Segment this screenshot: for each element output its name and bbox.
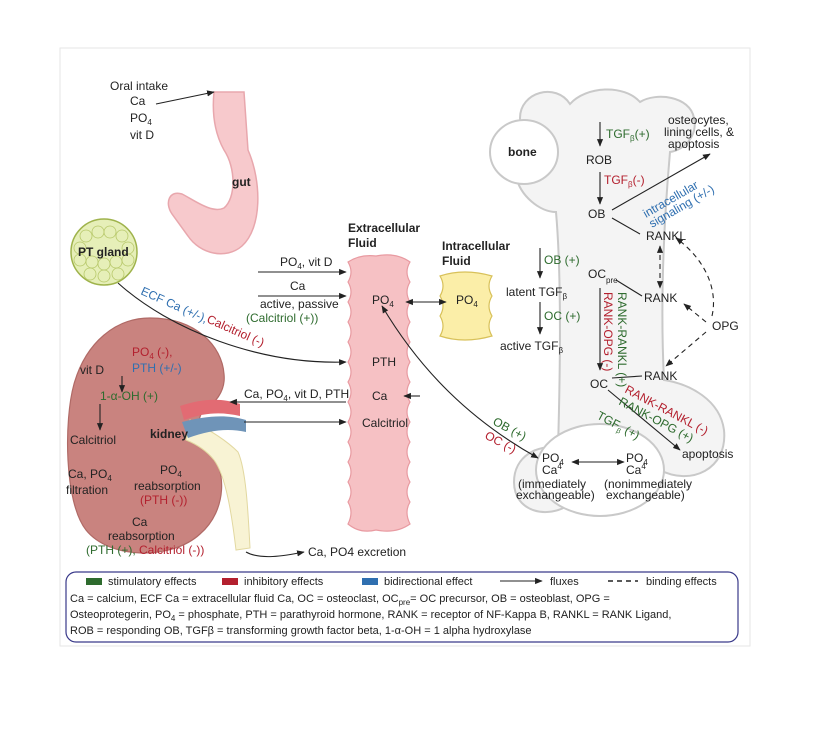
- arrow-ptgland-to-pth: [117, 282, 347, 366]
- legend-binding: binding effects: [646, 576, 717, 588]
- arrow-oral-to-gut: [155, 90, 215, 105]
- legend-fluxes: fluxes: [550, 576, 579, 588]
- legend-swatch-inhibitory: [222, 578, 238, 585]
- pt-gland-texture: [73, 225, 135, 283]
- renal-vessel-blue: [182, 416, 246, 438]
- label-immediately-2: exchangeable): [516, 488, 595, 502]
- label-ecf-title-2: Fluid: [348, 236, 377, 250]
- label-opg: OPG: [712, 319, 739, 333]
- label-gut-calcitriol: (Calcitriol (+)): [246, 311, 318, 325]
- label-tgfb-minus: TGFβ(-): [604, 173, 645, 189]
- label-tgfb-plus: TGFβ(+): [606, 127, 650, 143]
- label-ecf-calcitriol: Calcitriol: [362, 416, 408, 430]
- arrow-ob-to-osteocytes: [611, 153, 711, 211]
- label-ca-reabsorption-3: (PTH (+), Calcitriol (-)): [86, 543, 204, 557]
- legend-line-2: Osteoprotegerin, PO4 = phosphate, PTH = …: [70, 609, 671, 623]
- label-kidney-calcitriol: Calcitriol: [70, 433, 116, 447]
- label-non-po4: PO4: [626, 451, 648, 467]
- label-active-tgfb: active TGFβ: [500, 339, 563, 355]
- label-icf-title-2: Fluid: [442, 254, 471, 268]
- label-gut-ca: Ca: [290, 279, 306, 293]
- label-po4-reabsorption-1: PO4: [160, 463, 182, 479]
- label-rank-2: RANK: [644, 369, 677, 383]
- ureter-shape: [185, 419, 251, 551]
- legend-swatch-bidirectional: [362, 578, 378, 585]
- label-rank-opg-minus: RANK-OPG (-): [601, 292, 615, 371]
- label-kidney: kidney: [150, 427, 188, 441]
- label-icf-title-1: Intracellular: [442, 239, 510, 253]
- arrow-ecf-bone-exchange: [381, 305, 539, 459]
- label-po4-reabsorption-3: (PTH (-)): [140, 493, 187, 507]
- label-kidney-to-ecf: Ca, PO4, vit D, PTH: [244, 387, 349, 403]
- label-oral-intake: Oral intake: [110, 79, 168, 93]
- binding-opg-rank1: [683, 303, 707, 323]
- label-kidney-vitd: vit D: [80, 363, 104, 377]
- label-ecf-po4: PO4: [372, 293, 394, 309]
- legend-stimulatory: stimulatory effects: [108, 576, 197, 588]
- label-ob-plus-bone: OB (+): [544, 253, 580, 267]
- label-one-alpha-oh: 1-α-OH (+): [100, 389, 158, 403]
- line-oc-to-rank: [611, 375, 643, 379]
- label-bone-po4: PO4: [542, 451, 564, 467]
- label-oral-po4: PO4: [130, 111, 152, 127]
- label-kidney-pth-pm: PTH (+/-): [132, 361, 182, 375]
- label-oral-vitd: vit D: [130, 128, 154, 142]
- label-bone: bone: [508, 145, 537, 159]
- label-apoptosis: apoptosis: [682, 447, 733, 461]
- label-oc-plus: OC (+): [544, 309, 580, 323]
- label-filtration-1: Ca, PO4: [68, 467, 112, 483]
- label-ocpre: OCpre: [588, 267, 618, 285]
- legend-box: [65, 571, 739, 643]
- label-gut-active-passive: active, passive: [260, 297, 339, 311]
- gut-shape: [167, 91, 259, 255]
- label-ca-reabsorption-2: reabsorption: [108, 529, 175, 543]
- line-ob-to-rankl: [611, 217, 641, 235]
- legend-line-3: ROB = responding OB, TGFβ = transforming…: [70, 625, 532, 637]
- legend-bidirectional: bidirectional effect: [384, 576, 472, 588]
- kidney-shape: [66, 317, 225, 554]
- arrow-oc-to-apoptosis: [607, 389, 681, 451]
- label-rank-1: RANK: [644, 291, 677, 305]
- label-oc: OC: [590, 377, 608, 391]
- line-ocpre-to-rank: [615, 279, 643, 297]
- arrow-to-excretion: [245, 550, 305, 558]
- renal-vessel-red: [180, 399, 240, 420]
- label-osteocytes-1: osteocytes,: [668, 113, 729, 127]
- label-osteocytes-3: apoptosis: [668, 137, 719, 151]
- label-gut: gut: [232, 175, 251, 189]
- label-gut-po4-vitd: PO4, vit D: [280, 255, 333, 271]
- bone-exchange-pool: [535, 423, 665, 517]
- label-ob: OB: [588, 207, 605, 221]
- label-ecf-ca: Ca: [372, 389, 388, 403]
- label-latent-tgfb: latent TGFβ: [506, 285, 567, 301]
- bone-outline: [512, 88, 726, 513]
- label-ecf-title-1: Extracellular: [348, 221, 420, 235]
- label-rob: ROB: [586, 153, 612, 167]
- label-icf-po4: PO4: [456, 293, 478, 309]
- label-nonimmediately-1: (nonimmediately: [604, 477, 692, 491]
- legend-inhibitory: inhibitory effects: [244, 576, 324, 588]
- label-immediately-1: (immediately: [518, 477, 586, 491]
- label-oral-ca: Ca: [130, 94, 146, 108]
- legend-line-1: Ca = calcium, ECF Ca = extracellular flu…: [70, 593, 610, 607]
- label-kidney-po4-minus: PO4 (-),: [132, 345, 172, 361]
- label-ecf-pth: PTH: [372, 355, 396, 369]
- label-ca-reabsorption-1: Ca: [132, 515, 148, 529]
- label-rank-rankl-plus: RANK-RANKL (+): [615, 292, 629, 387]
- label-pt-gland: PT gland: [78, 245, 129, 259]
- label-nonimmediately-2: exchangeable): [606, 488, 685, 502]
- label-rankl: RANKL: [646, 229, 686, 243]
- legend-swatch-stimulatory: [86, 578, 102, 585]
- label-filtration-2: filtration: [66, 483, 108, 497]
- label-non-ca: Ca4: [626, 462, 646, 477]
- label-excretion: Ca, PO4 excretion: [308, 545, 406, 559]
- legend: stimulatory effects inhibitory effects b…: [65, 571, 739, 643]
- label-po4-reabsorption-2: reabsorption: [134, 479, 201, 493]
- bone-cavity: [489, 119, 559, 185]
- label-osteocytes-2: lining cells, &: [664, 125, 734, 139]
- label-bone-ca: Ca4: [542, 462, 562, 477]
